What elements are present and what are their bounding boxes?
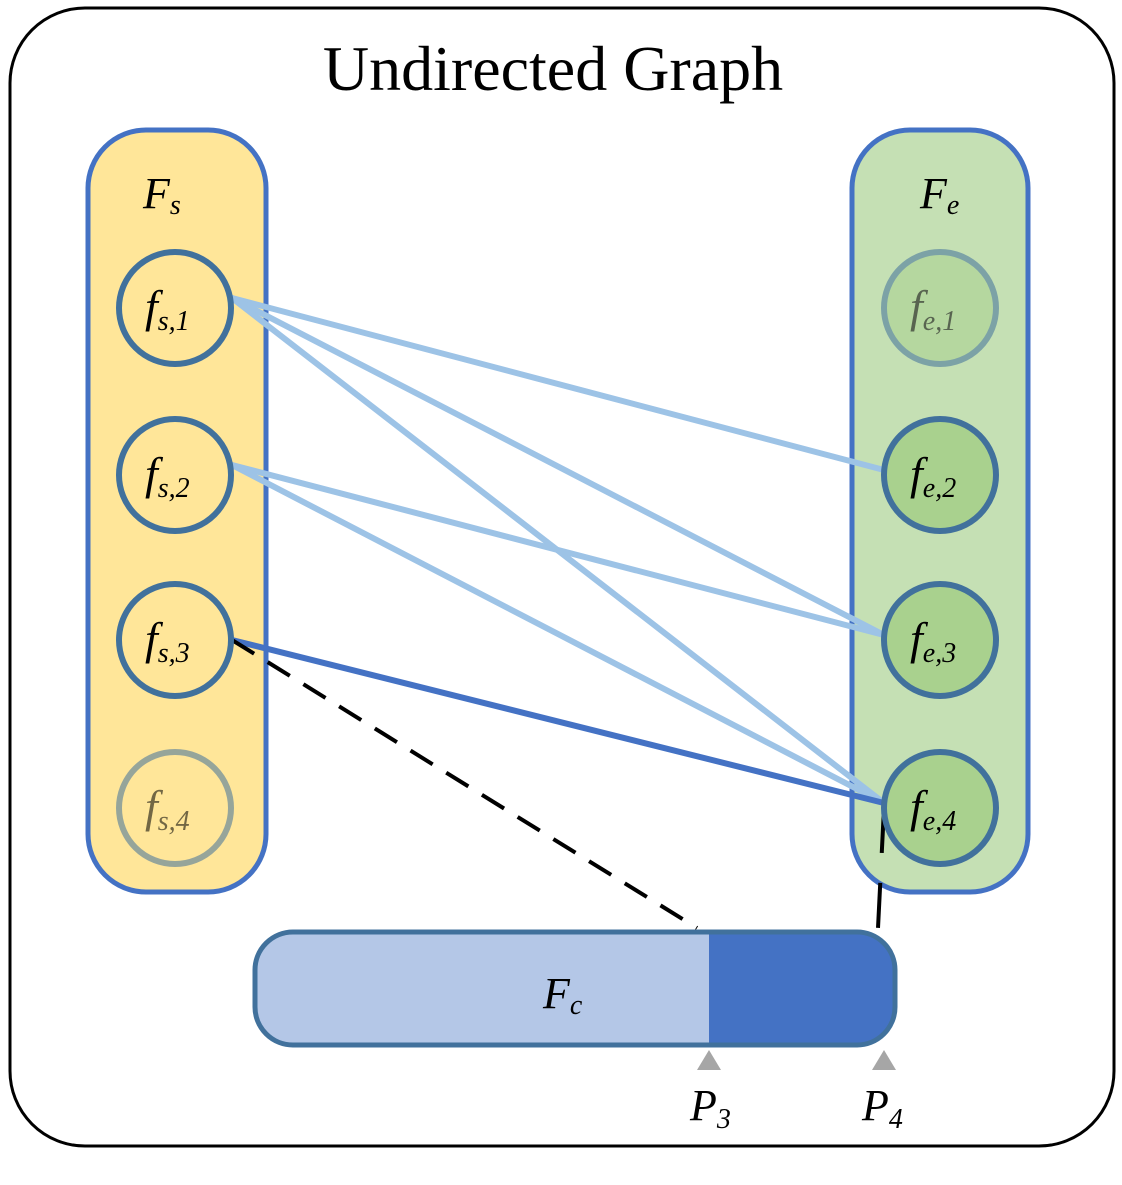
left-node-3: fs,3 (116, 581, 234, 699)
left-node-1: fs,1 (116, 249, 234, 367)
edge-s1-e3 (229, 295, 887, 638)
right-node-3: fe,3 (881, 581, 999, 699)
diagram-title: Undirected Graph (323, 33, 783, 104)
left-group-label: Fs (142, 169, 181, 221)
left-node-circle (116, 416, 234, 534)
edge-s2-e3 (229, 462, 887, 638)
right-node-circle (881, 249, 999, 367)
edge-s2-e4 (229, 462, 887, 806)
p4-marker-triangle (872, 1050, 896, 1070)
outer-frame (8, 6, 1116, 1148)
p3-marker-label: P3 (689, 1081, 731, 1135)
feature-bar-border (252, 929, 898, 1048)
left-node-2: fs,2 (116, 416, 234, 534)
edge-s1-e2 (229, 295, 887, 473)
p4-dashed-connector (876, 807, 886, 929)
p3-dashed-connector (230, 638, 699, 930)
left-node-circle (116, 749, 234, 867)
edges-layer (229, 295, 887, 806)
left-node-circle (116, 581, 234, 699)
right-node-1: fe,1 (881, 249, 999, 367)
right-node-4: fe,4 (881, 749, 999, 867)
feature-bar-label: Fc (542, 969, 583, 1021)
right-node-2: fe,2 (881, 416, 999, 534)
right-node-circle (881, 416, 999, 534)
left-nodes: fs,1 fs,2 fs,3 fs,4 (116, 249, 234, 867)
left-node-4: fs,4 (116, 749, 234, 867)
edge-s3-e4 (229, 637, 887, 806)
p4-marker-label: P4 (861, 1081, 903, 1135)
p3-marker-triangle (697, 1050, 721, 1070)
right-node-circle (881, 581, 999, 699)
feature-bar-dark-segment (709, 934, 893, 1043)
right-group-label: Fe (919, 169, 959, 221)
left-node-label: fs,2 (145, 448, 190, 504)
right-node-circle (881, 749, 999, 867)
left-node-circle (116, 249, 234, 367)
right-nodes: fe,1 fe,2 fe,3 fe,4 (881, 249, 999, 867)
feature-bar: Fc (252, 929, 898, 1048)
